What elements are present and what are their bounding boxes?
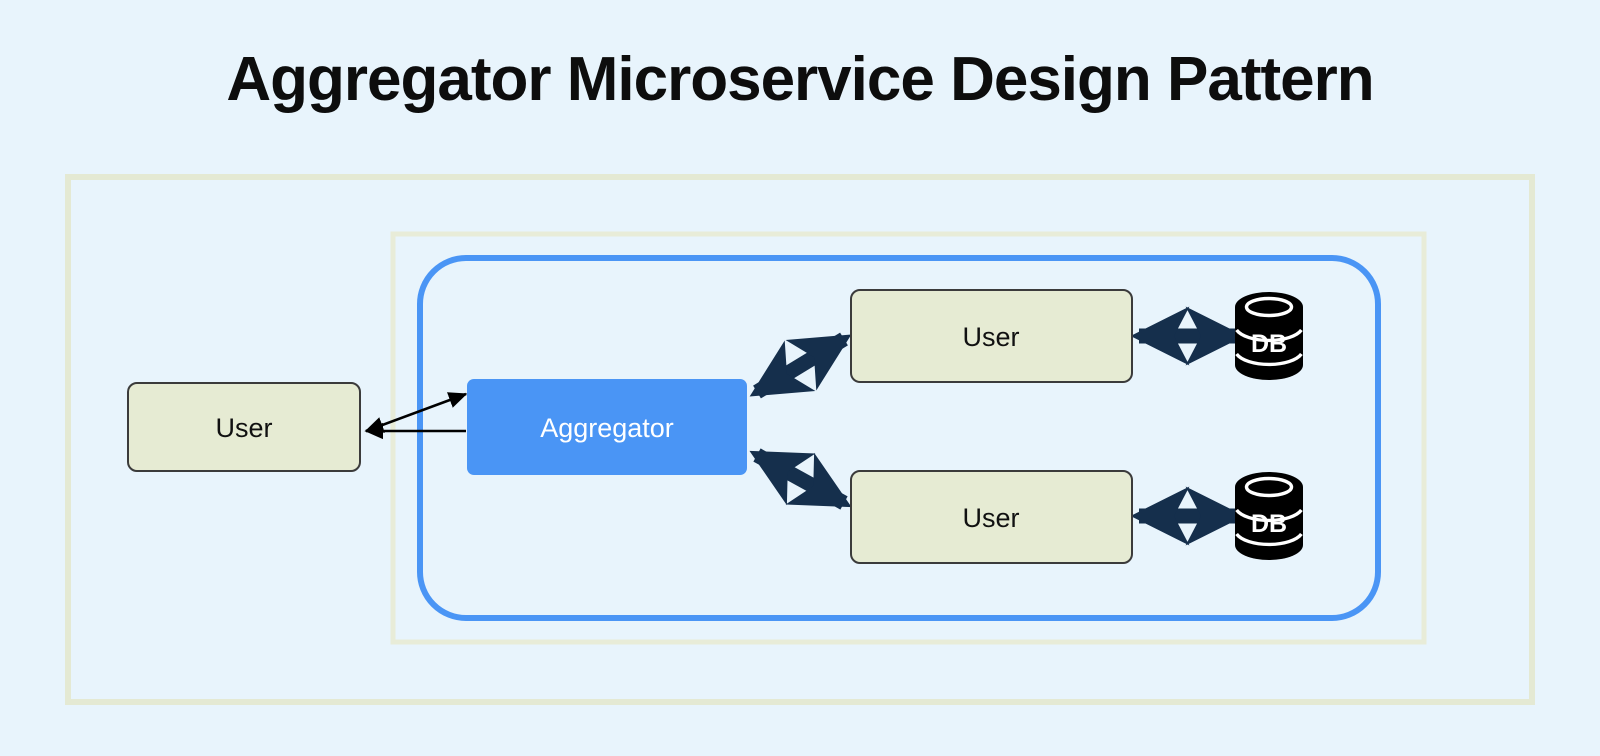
database-icon — [1235, 292, 1303, 380]
client-user-box[interactable] — [127, 382, 361, 472]
edge-aggregator-to-service-1 — [749, 332, 852, 399]
database-1-label: DB — [1251, 330, 1287, 358]
node-database-2[interactable]: DB — [1235, 472, 1303, 560]
outer-boundary — [65, 174, 1535, 705]
node-user-service-1[interactable]: User — [850, 289, 1133, 383]
aggregator-box[interactable] — [467, 379, 747, 475]
edge-aggregator-to-service-2 — [749, 448, 852, 510]
page-title: Aggregator Microservice Design Pattern — [226, 45, 1374, 114]
node-database-1[interactable]: DB — [1235, 292, 1303, 380]
user-service-2-box[interactable] — [850, 470, 1133, 564]
microservice-boundary — [417, 255, 1381, 621]
inner-boundary — [390, 231, 1427, 645]
node-aggregator[interactable]: Aggregator — [467, 379, 747, 475]
aggregator-label: Aggregator — [540, 413, 674, 443]
node-client-user[interactable]: User — [127, 382, 361, 472]
database-icon — [1235, 472, 1303, 560]
edge-user-to-aggregator-request — [364, 392, 468, 433]
client-user-label: User — [215, 413, 272, 443]
user-service-1-label: User — [962, 322, 1019, 352]
database-2-label: DB — [1251, 510, 1287, 538]
node-user-service-2[interactable]: User — [850, 470, 1133, 564]
user-service-1-box[interactable] — [850, 289, 1133, 383]
user-service-2-label: User — [962, 503, 1019, 533]
